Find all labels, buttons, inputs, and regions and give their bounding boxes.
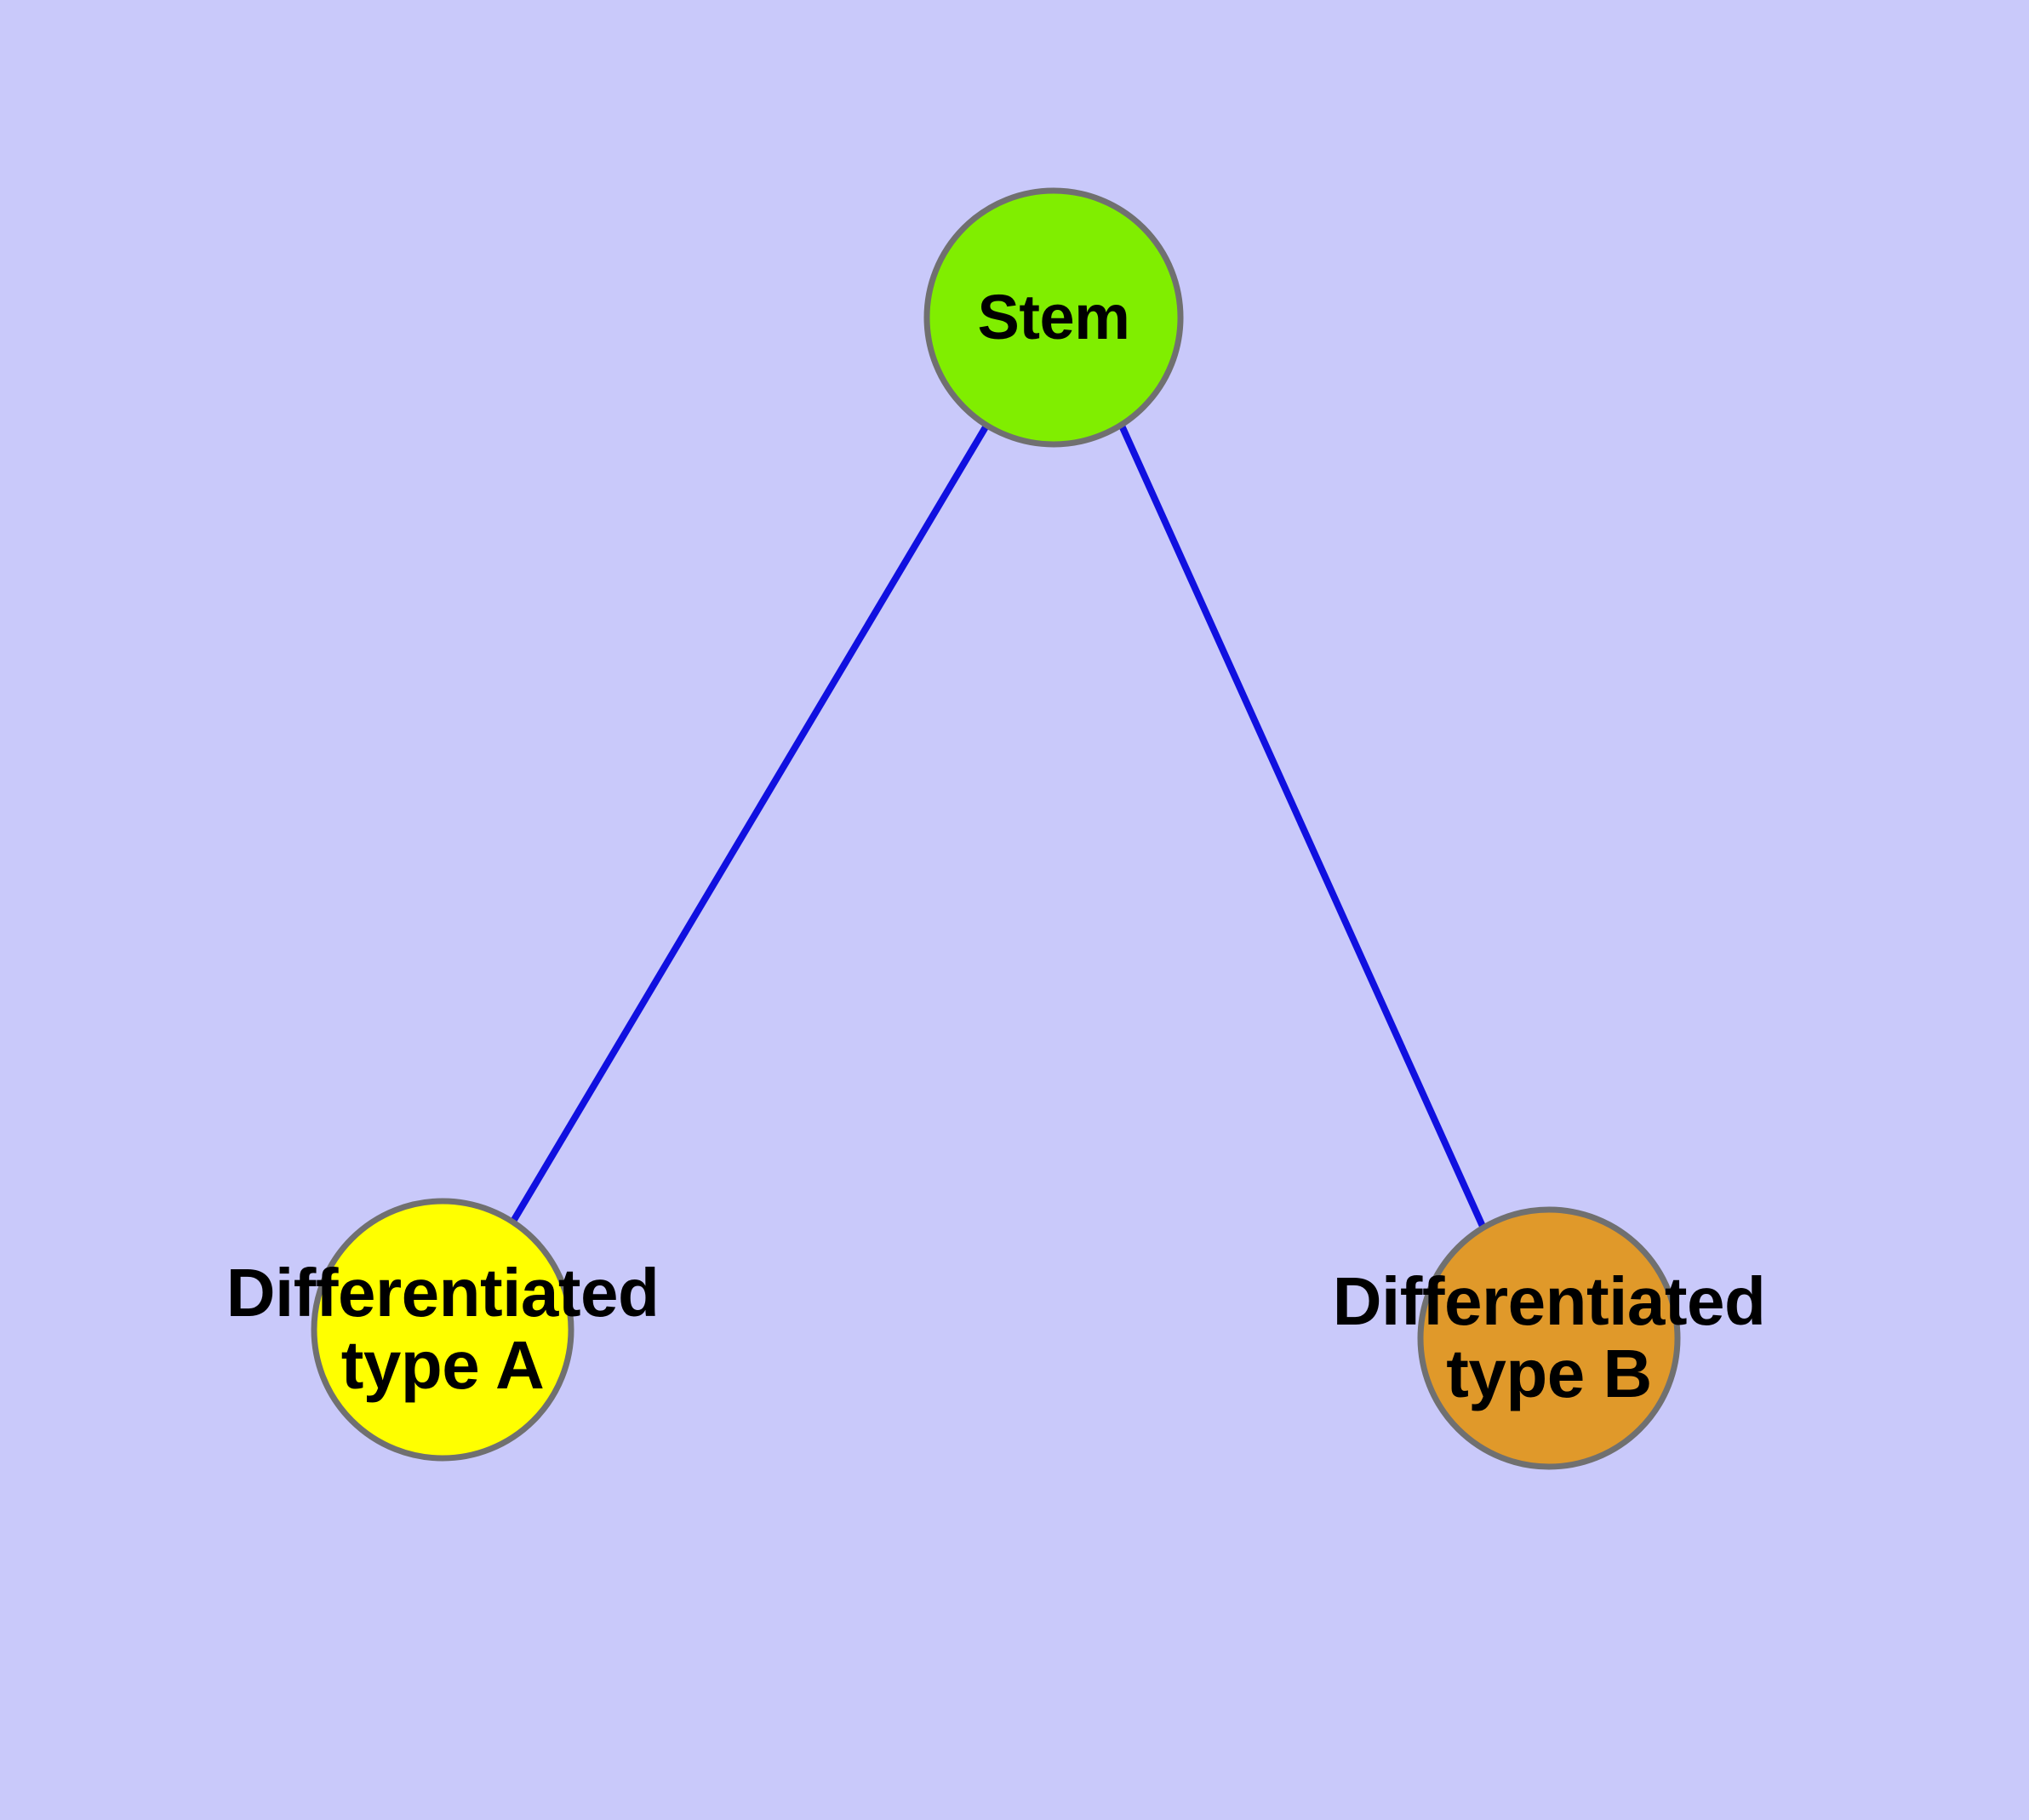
node-stem[interactable]	[923, 187, 1184, 448]
edge-stem-to-differentiated-type-a[interactable]	[508, 423, 990, 1227]
node-differentiated-type-a[interactable]	[311, 1198, 574, 1462]
edge-stem-to-differentiated-type-b[interactable]	[1118, 424, 1488, 1232]
node-differentiated-type-b[interactable]	[1417, 1206, 1681, 1470]
